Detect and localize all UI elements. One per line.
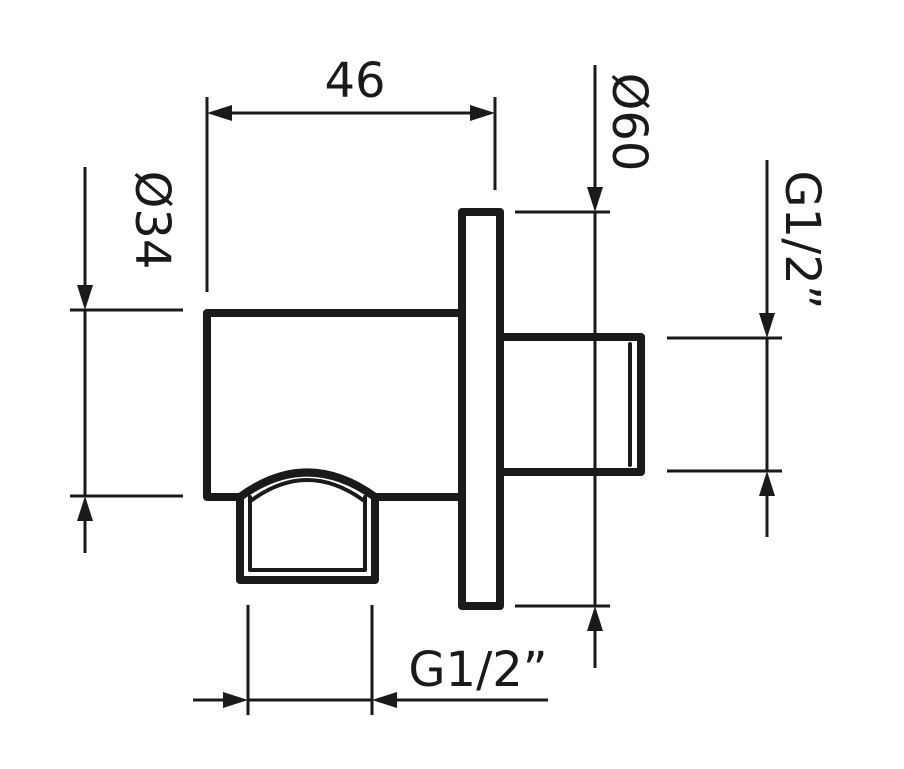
arrowhead-top [587, 187, 603, 212]
hose-connector-dome-inner [250, 478, 365, 502]
dimension-label-flange-diameter: Ø60 [601, 73, 657, 172]
hose-connector-dome [236, 468, 379, 501]
thread-nipple [496, 333, 645, 476]
dimension-body-diameter: Ø34 [70, 167, 183, 553]
arrowhead-right [372, 692, 397, 708]
arrowhead-top [759, 313, 775, 338]
dimension-outlet-thread: G1/2” [193, 605, 548, 715]
arrowhead-top [77, 285, 93, 310]
dimension-inlet-thread: G1/2” [667, 160, 830, 537]
body-outline [203, 309, 466, 584]
hose-connector-inner [248, 495, 367, 572]
arrowhead-left [223, 692, 248, 708]
dimension-length: 46 [205, 53, 497, 292]
arrowhead-bottom [759, 471, 775, 496]
wall-outlet-part [203, 208, 645, 610]
dimension-label-body-diameter: Ø34 [124, 171, 180, 270]
dimension-label-inlet-thread: G1/2” [774, 170, 830, 309]
arrowhead-bottom [587, 606, 603, 631]
dimension-flange-diameter: Ø60 [515, 65, 657, 668]
dimension-label-length: 46 [324, 53, 385, 109]
arrowhead-left [207, 105, 232, 121]
flange [458, 208, 504, 610]
dimension-label-outlet-thread: G1/2” [408, 642, 547, 698]
arrowhead-bottom [77, 496, 93, 521]
arrowhead-right [470, 105, 495, 121]
